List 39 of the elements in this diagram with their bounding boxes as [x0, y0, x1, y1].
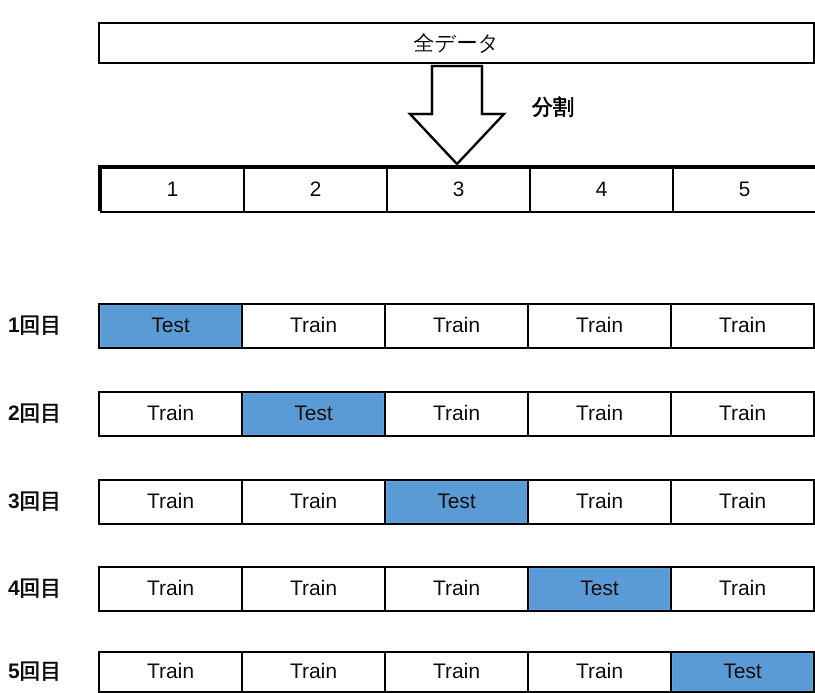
train-fold-cell: Train [527, 651, 672, 693]
iteration-label: 2回目 [8, 401, 62, 427]
fold-cell: 2 [243, 167, 388, 213]
train-fold-cell: Train [241, 651, 386, 693]
train-fold-cell: Train [670, 391, 815, 437]
fold-cell: 4 [529, 167, 674, 213]
fold-cell: 5 [672, 167, 815, 213]
all-data-box: 全データ [98, 22, 815, 64]
iteration-label: 1回目 [8, 313, 62, 339]
train-fold-cell: Train [384, 303, 529, 349]
block-arrow [407, 64, 507, 166]
train-fold-cell: Train [384, 391, 529, 437]
train-fold-cell: Train [98, 391, 243, 437]
edge-label: 分割 [532, 95, 574, 121]
train-fold-cell: Train [670, 479, 815, 525]
test-fold-cell: Test [98, 303, 243, 349]
train-fold-cell: Train [98, 566, 243, 612]
train-fold-cell: Train [384, 651, 529, 693]
fold-cell: 1 [100, 167, 245, 213]
test-fold-cell: Test [384, 479, 529, 525]
train-fold-cell: Train [670, 303, 815, 349]
train-fold-cell: Train [527, 479, 672, 525]
train-fold-cell: Train [98, 479, 243, 525]
train-fold-cell: Train [670, 566, 815, 612]
train-fold-cell: Train [241, 566, 386, 612]
train-fold-cell: Train [241, 479, 386, 525]
iteration-label: 5回目 [8, 659, 62, 685]
test-fold-cell: Test [527, 566, 672, 612]
train-fold-cell: Train [384, 566, 529, 612]
train-fold-cell: Train [241, 303, 386, 349]
test-fold-cell: Test [241, 391, 386, 437]
train-fold-cell: Train [98, 651, 243, 693]
iteration-label: 4回目 [8, 576, 62, 602]
iteration-label: 3回目 [8, 489, 62, 515]
train-fold-cell: Train [527, 391, 672, 437]
train-fold-cell: Train [527, 303, 672, 349]
fold-cell: 3 [386, 167, 531, 213]
split-row-box [98, 165, 815, 211]
test-fold-cell: Test [670, 651, 815, 693]
